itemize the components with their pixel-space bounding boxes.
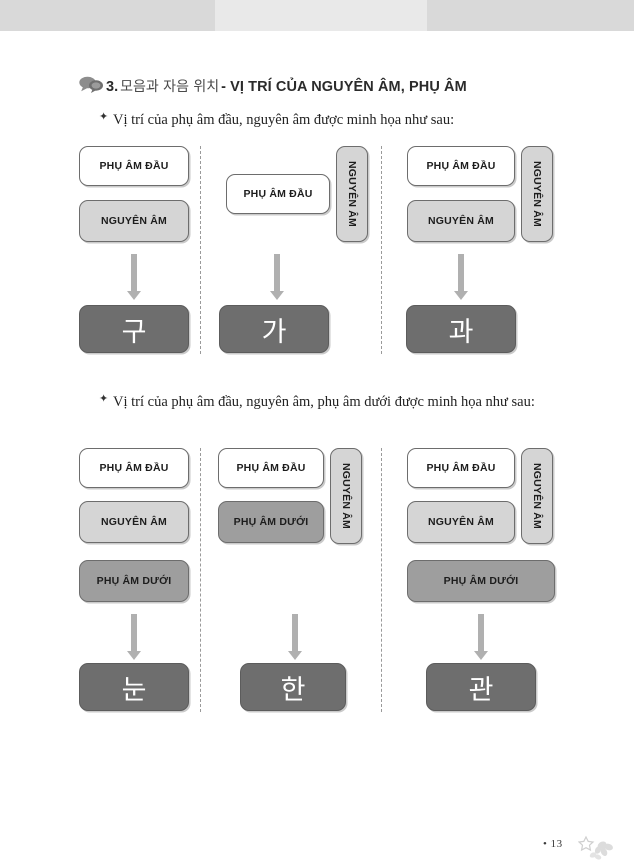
section-heading: 3. 모음과 자음 위치 - VỊ TRÍ CỦA NGUYÊN ÂM, PHỤ… <box>78 76 467 96</box>
speech-bubbles-icon <box>78 76 104 94</box>
flow-arrow <box>288 614 302 660</box>
bullet-paragraph-2: ✦ Vị trí của phụ âm đầu, nguyên âm, phụ … <box>99 392 565 413</box>
box-vowel[interactable]: NGUYÊN ÂM <box>407 200 515 242</box>
bullet-marker-icon: ✦ <box>99 111 109 123</box>
box-initial-consonant[interactable]: PHỤ ÂM ĐẦU <box>226 174 330 214</box>
box-vowel-vertical[interactable]: NGUYÊN ÂM <box>521 448 553 544</box>
box-vowel[interactable]: NGUYÊN ÂM <box>79 501 189 543</box>
box-final-consonant[interactable]: PHỤ ÂM DƯỚI <box>407 560 555 602</box>
diagram-initial-vowel: PHỤ ÂM ĐẦU NGUYÊN ÂM 구 PHỤ ÂM ĐẦU NGUYÊN… <box>0 146 634 356</box>
column-separator-3 <box>200 448 201 712</box>
flow-arrow <box>127 614 141 660</box>
floral-ornament-icon <box>577 834 622 860</box>
result-syllable-gwa[interactable]: 과 <box>406 305 516 353</box>
box-vowel-vertical[interactable]: NGUYÊN ÂM <box>521 146 553 242</box>
box-final-consonant[interactable]: PHỤ ÂM DƯỚI <box>79 560 189 602</box>
flow-arrow <box>270 254 284 300</box>
flow-arrow <box>454 254 468 300</box>
page-number: • 13 <box>543 838 563 850</box>
diagram2-column-nun: PHỤ ÂM ĐẦU NGUYÊN ÂM PHỤ ÂM DƯỚI 눈 <box>79 448 191 712</box>
box-final-consonant[interactable]: PHỤ ÂM DƯỚI <box>218 501 324 543</box>
box-initial-consonant[interactable]: PHỤ ÂM ĐẦU <box>218 448 324 488</box>
diagram1-column-gu: PHỤ ÂM ĐẦU NGUYÊN ÂM 구 <box>79 146 191 354</box>
flow-arrow <box>474 614 488 660</box>
heading-separator: - <box>221 79 227 95</box>
flow-arrow <box>127 254 141 300</box>
box-initial-consonant[interactable]: PHỤ ÂM ĐẦU <box>407 146 515 186</box>
diagram2-column-gwan: PHỤ ÂM ĐẦU NGUYÊN ÂM NGUYÊN ÂM PHỤ ÂM DƯ… <box>407 448 567 712</box>
box-initial-consonant[interactable]: PHỤ ÂM ĐẦU <box>407 448 515 488</box>
diagram-initial-vowel-final: PHỤ ÂM ĐẦU NGUYÊN ÂM PHỤ ÂM DƯỚI 눈 PHỤ Â… <box>0 448 634 714</box>
box-vowel-vertical[interactable]: NGUYÊN ÂM <box>330 448 362 544</box>
diagram2-column-han: PHỤ ÂM ĐẦU PHỤ ÂM DƯỚI NGUYÊN ÂM 한 <box>218 448 368 712</box>
bullet-paragraph-1: ✦ Vị trí của phụ âm đầu, nguyên âm được … <box>99 110 553 131</box>
bullet-marker-icon: ✦ <box>99 393 109 405</box>
result-syllable-gwan[interactable]: 관 <box>426 663 536 711</box>
heading-vietnamese: VỊ TRÍ CỦA NGUYÊN ÂM, PHỤ ÂM <box>230 79 467 95</box>
top-band-highlight <box>215 0 427 31</box>
result-syllable-nun[interactable]: 눈 <box>79 663 189 711</box>
box-vowel-vertical[interactable]: NGUYÊN ÂM <box>336 146 368 242</box>
box-initial-consonant[interactable]: PHỤ ÂM ĐẦU <box>79 448 189 488</box>
result-syllable-han[interactable]: 한 <box>240 663 346 711</box>
column-separator-1 <box>200 146 201 354</box>
box-initial-consonant[interactable]: PHỤ ÂM ĐẦU <box>79 146 189 186</box>
diagram1-column-ga: PHỤ ÂM ĐẦU NGUYÊN ÂM 가 <box>219 146 368 354</box>
box-vowel[interactable]: NGUYÊN ÂM <box>407 501 515 543</box>
column-separator-4 <box>381 448 382 712</box>
box-vowel[interactable]: NGUYÊN ÂM <box>79 200 189 242</box>
bullet-text-2: Vị trí của phụ âm đầu, nguyên âm, phụ âm… <box>113 394 535 410</box>
heading-korean: 모음과 자음 위치 <box>120 79 220 95</box>
heading-number: 3. <box>106 79 119 95</box>
diagram1-column-gwa: PHỤ ÂM ĐẦU NGUYÊN ÂM NGUYÊN ÂM 과 <box>406 146 562 354</box>
result-syllable-ga[interactable]: 가 <box>219 305 329 353</box>
result-syllable-gu[interactable]: 구 <box>79 305 189 353</box>
column-separator-2 <box>381 146 382 354</box>
bullet-text-1: Vị trí của phụ âm đầu, nguyên âm được mi… <box>113 112 455 128</box>
